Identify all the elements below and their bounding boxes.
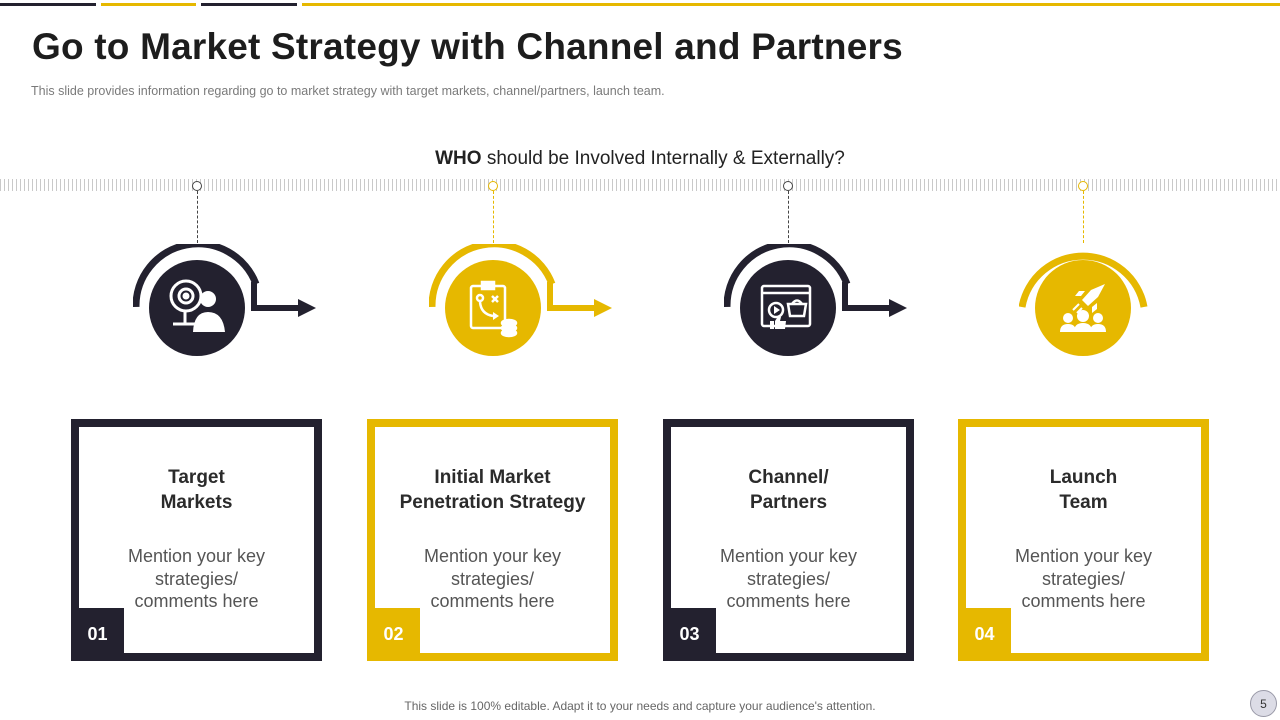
- step-card-1: Target Markets Mention your key strategi…: [71, 419, 322, 661]
- rocket-team-icon: [1060, 284, 1106, 332]
- pin-connector-2: [493, 191, 494, 243]
- timeline-pin-4: [1078, 181, 1088, 191]
- timeline-pin-2: [488, 181, 498, 191]
- card-number-badge: 04: [958, 608, 1011, 661]
- question-rest: should be Involved Internally & External…: [481, 148, 845, 169]
- question-bold: WHO: [435, 148, 482, 169]
- top-accent-bar-dark-1: [0, 3, 96, 6]
- strategy-board-icon: [469, 280, 518, 338]
- card-number-badge: 03: [663, 608, 716, 661]
- step-node-3: [724, 244, 914, 364]
- card-title: Channel/ Partners: [748, 467, 829, 513]
- top-accent-bar-yellow-2: [302, 3, 1280, 6]
- timeline-pin-3: [783, 181, 793, 191]
- card-text: Mention your key strategies/ comments he…: [127, 546, 266, 611]
- page-number-badge: 5: [1250, 690, 1277, 717]
- target-person-icon: [169, 279, 225, 332]
- card-title: Target Markets: [160, 467, 233, 513]
- card-text: Mention your key strategies/ comments he…: [423, 546, 562, 611]
- section-question: WHO should be Involved Internally & Exte…: [0, 148, 1280, 170]
- card-text: Mention your key strategies/ comments he…: [719, 546, 858, 611]
- top-accent-bar-yellow-1: [101, 3, 196, 6]
- slide-subtitle: This slide provides information regardin…: [31, 84, 665, 98]
- step-node-4: [1019, 244, 1209, 364]
- step-node-2: [429, 244, 619, 364]
- timeline-pin-1: [192, 181, 202, 191]
- pin-connector-1: [197, 191, 198, 243]
- card-number-badge: 01: [71, 608, 124, 661]
- slide-footer-note: This slide is 100% editable. Adapt it to…: [404, 699, 876, 713]
- online-channel-icon: [760, 284, 812, 329]
- slide-title: Go to Market Strategy with Channel and P…: [32, 26, 903, 67]
- card-number-badge: 02: [367, 608, 420, 661]
- step-card-2: Initial Market Penetration Strategy Ment…: [367, 419, 618, 661]
- step-card-3: Channel/ Partners Mention your key strat…: [663, 419, 914, 661]
- timeline-ruler: [0, 179, 1280, 191]
- card-text: Mention your key strategies/ comments he…: [1014, 546, 1153, 611]
- top-accent-bar-dark-2: [201, 3, 297, 6]
- pin-connector-4: [1083, 191, 1084, 243]
- card-title: Launch Team: [1049, 467, 1118, 513]
- step-node-1: [133, 244, 323, 364]
- step-card-4: Launch Team Mention your key strategies/…: [958, 419, 1209, 661]
- pin-connector-3: [788, 191, 789, 243]
- card-title: Initial Market Penetration Strategy: [399, 467, 586, 513]
